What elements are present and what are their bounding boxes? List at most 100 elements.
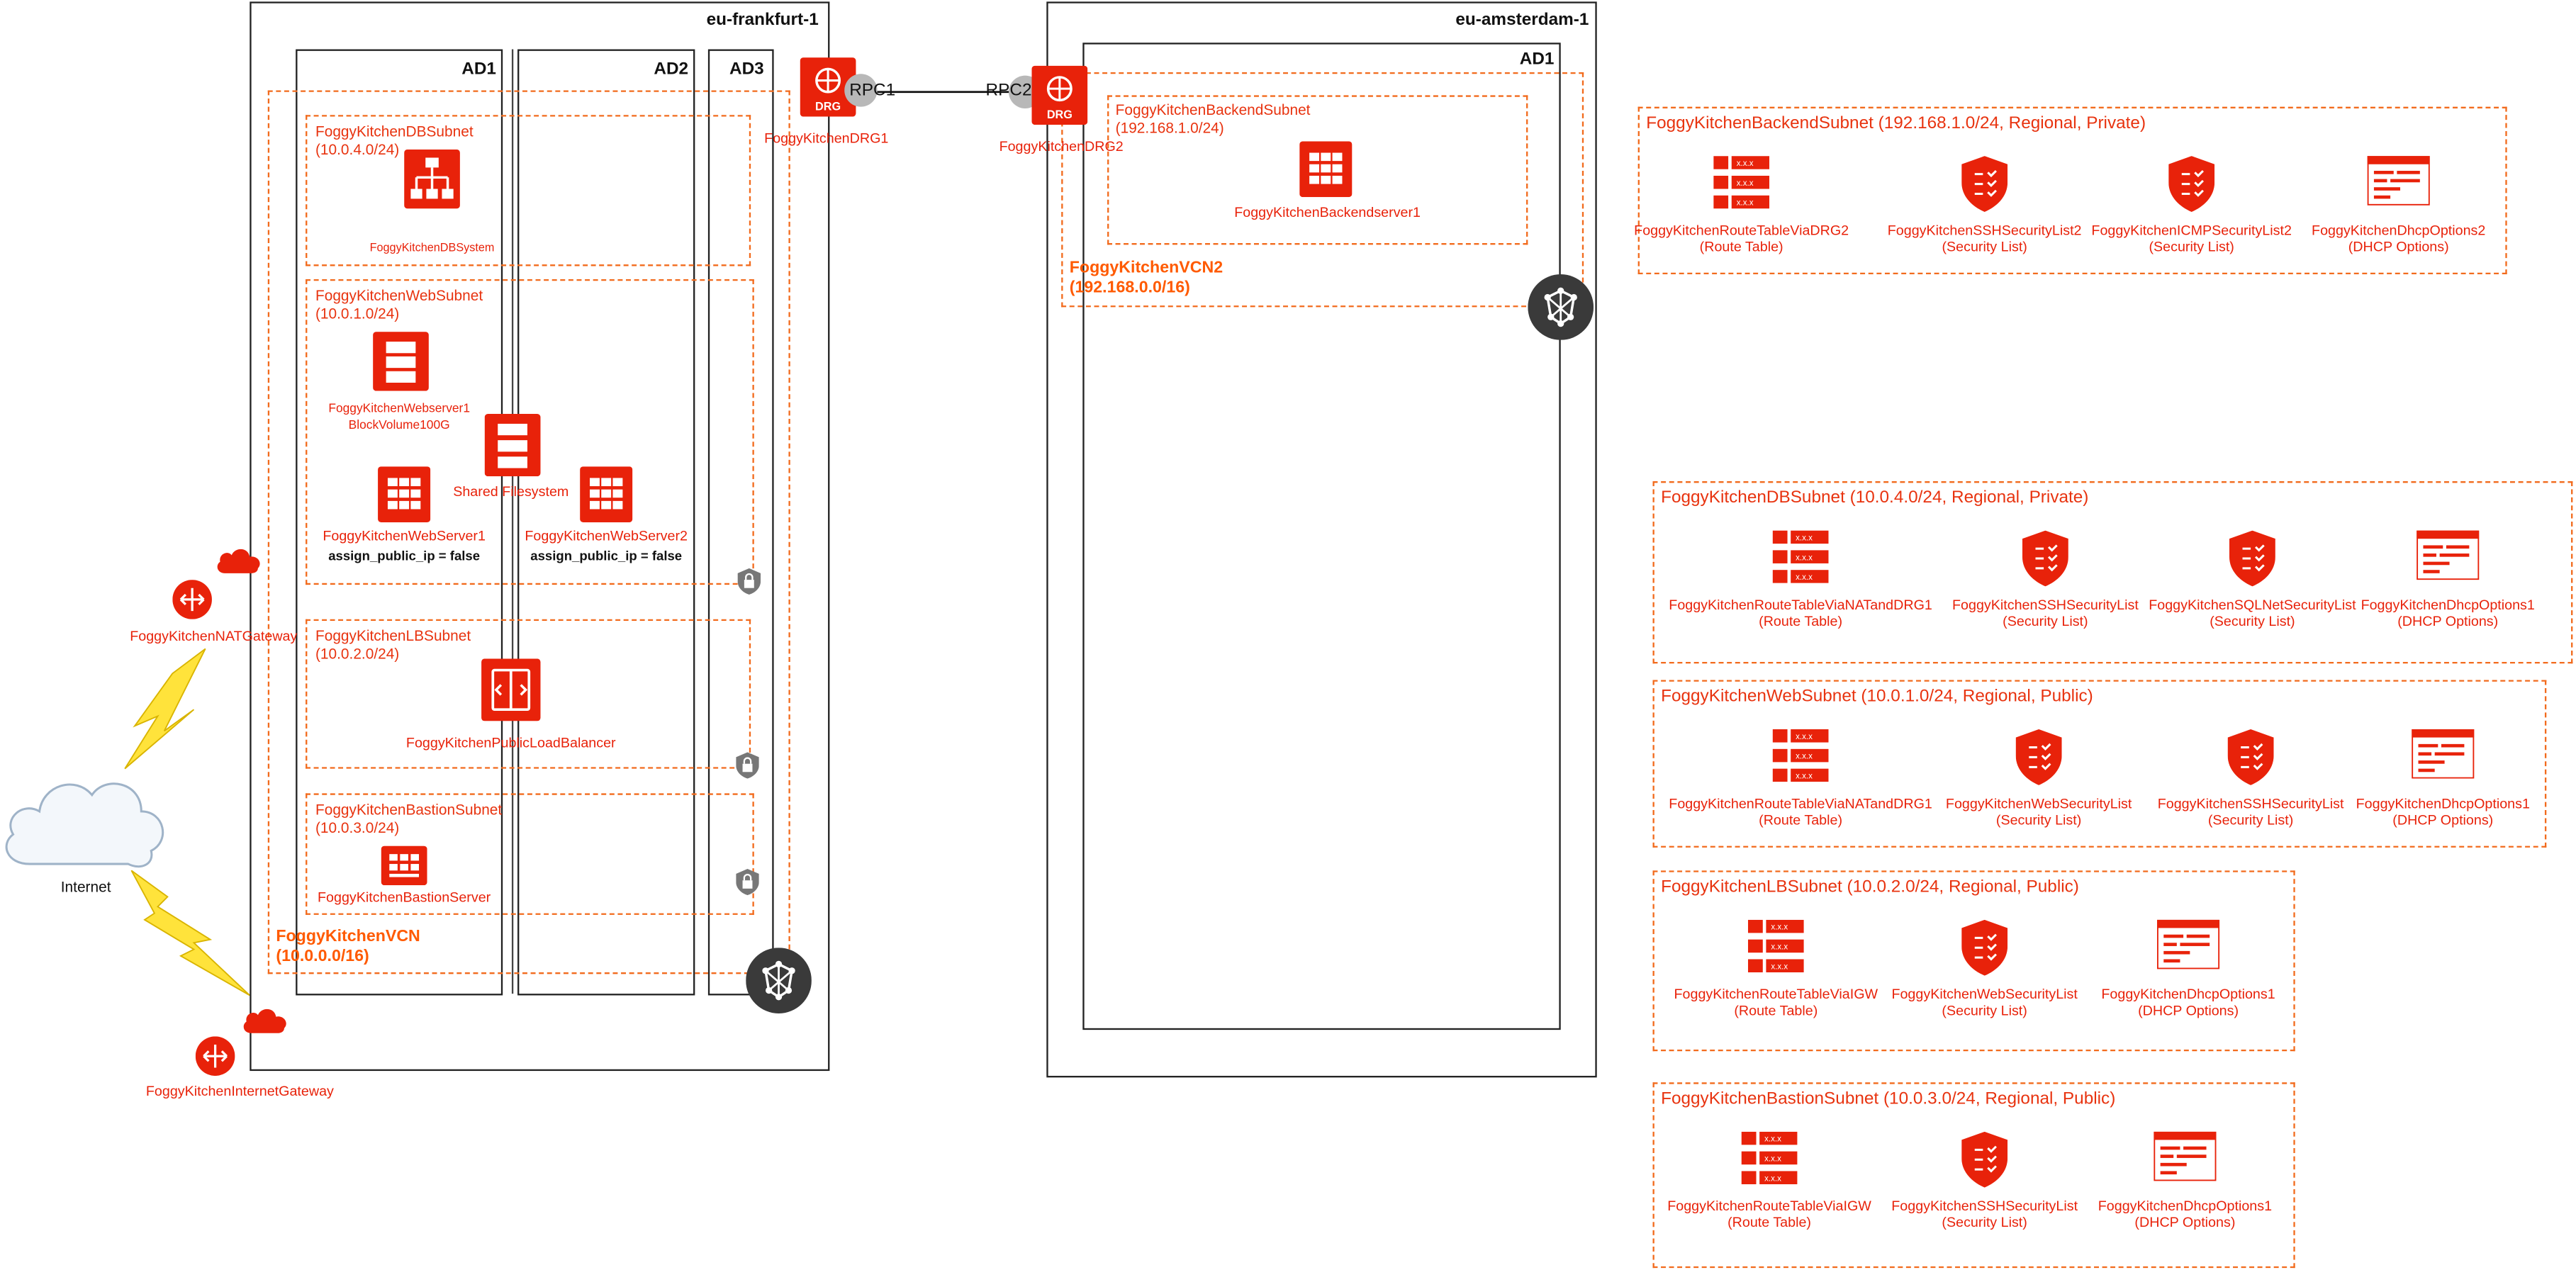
panel-item-label: FoggyKitchenSSHSecurityList(Security Lis… — [1952, 596, 2139, 629]
item-kind: (Security List) — [2149, 238, 2234, 255]
drg1-label: FoggyKitchenDRG1 — [764, 130, 889, 147]
panel-title: FoggyKitchenWebSubnet (10.0.1.0/24, Regi… — [1661, 686, 2093, 707]
item-name: FoggyKitchenDhcpOptions1 — [2098, 1197, 2273, 1214]
label-line: FoggyKitchenWebserver1 — [328, 400, 471, 416]
item-kind: (Security List) — [1942, 238, 2027, 255]
panel-item-label: FoggyKitchenRouteTableViaIGW(Route Table… — [1674, 986, 1878, 1018]
panel-title: FoggyKitchenLBSubnet (10.0.2.0/24, Regio… — [1661, 877, 2079, 897]
ad-label: AD1 — [1519, 49, 1555, 69]
item-kind: (Security List) — [1942, 1001, 2027, 1018]
vcn1-cidr: (10.0.0.0/16) — [276, 948, 369, 966]
security-list-icon — [2015, 729, 2062, 793]
subnet-name: FoggyKitchenBackendSubnet — [1115, 101, 1311, 118]
svg-text:x.x.x: x.x.x — [1771, 943, 1788, 952]
item-name: FoggyKitchenICMPSecurityList2 — [2091, 221, 2292, 239]
region-frankfurt — [250, 1, 830, 1072]
item-kind: (DHCP Options) — [2348, 238, 2449, 255]
panel-item-label: FoggyKitchenRouteTableViaDRG2(Route Tabl… — [1634, 222, 1849, 254]
drg2-label: FoggyKitchenDRG2 — [999, 137, 1124, 154]
server-icon — [373, 332, 429, 399]
panel-title: FoggyKitchenBastionSubnet (10.0.3.0/24, … — [1661, 1089, 2116, 1109]
vcn-hub-icon — [746, 948, 812, 1021]
cloud-icon — [213, 545, 263, 583]
web1-label: FoggyKitchenWebServer1 — [323, 527, 486, 544]
item-name: FoggyKitchenRouteTableViaIGW — [1674, 985, 1878, 1002]
dhcp-options-icon — [2410, 728, 2476, 787]
subnet-panel — [1637, 106, 2507, 275]
item-kind: (Security List) — [2210, 612, 2295, 629]
svg-text:x.x.x: x.x.x — [1796, 573, 1813, 582]
label-line: BlockVolume100G — [348, 417, 450, 432]
panel-item-label: FoggyKitchenRouteTableViaNATandDRG1(Rout… — [1669, 795, 1932, 828]
security-list-icon — [2168, 156, 2215, 220]
internet-label: Internet — [60, 878, 111, 896]
security-list-icon — [2022, 530, 2068, 595]
subnet-cidr: (10.0.3.0/24) — [315, 819, 400, 836]
ad2-frankfurt — [517, 49, 695, 996]
panel-item-label: FoggyKitchenSSHSecurityList2(Security Li… — [1888, 222, 2082, 254]
backend-label: FoggyKitchenBackendserver1 — [1234, 203, 1421, 220]
ad3-frankfurt — [707, 49, 774, 996]
db-subnet — [306, 115, 751, 266]
svg-text:x.x.x: x.x.x — [1796, 733, 1813, 741]
drg-icon: DRG — [1031, 65, 1088, 133]
dhcp-options-icon — [2415, 529, 2481, 588]
panel-item-label: FoggyKitchenDhcpOptions1(DHCP Options) — [2101, 986, 2275, 1018]
load-balancer-icon — [481, 658, 541, 729]
bastion-subnet — [306, 793, 754, 915]
subnet-name: FoggyKitchenBastionSubnet — [315, 801, 503, 819]
item-kind: (DHCP Options) — [2392, 811, 2494, 828]
shared-fs-label: Shared Filesystem — [453, 483, 569, 500]
svg-text:x.x.x: x.x.x — [1796, 534, 1813, 542]
subnet-name: FoggyKitchenWebSubnet — [315, 287, 483, 304]
subnet-cidr: (10.0.2.0/24) — [315, 645, 400, 662]
subnet-cidr: (192.168.1.0/24) — [1115, 120, 1224, 137]
svg-text:x.x.x: x.x.x — [1764, 1155, 1781, 1164]
item-kind: (Route Table) — [1727, 1213, 1811, 1230]
item-name: FoggyKitchenWebSecurityList — [1891, 985, 2078, 1002]
panel-item-label: FoggyKitchenRouteTableViaNATandDRG1(Rout… — [1669, 596, 1932, 629]
item-name: FoggyKitchenSSHSecurityList — [1952, 596, 2139, 613]
nat-label: FoggyKitchenNATGateway — [130, 627, 298, 644]
compute-icon — [1299, 141, 1353, 205]
item-name: FoggyKitchenSSHSecurityList2 — [1887, 221, 2082, 239]
region-label: eu-amsterdam-1 — [1455, 9, 1589, 30]
item-kind: (Route Table) — [1734, 1001, 1818, 1018]
route-table-icon: x.x.x x.x.x x.x.x — [1747, 919, 1804, 981]
rpc1-label: RPC1 — [849, 80, 896, 101]
rpc2-label: RPC2 — [985, 80, 1032, 101]
item-kind: (Security List) — [2207, 811, 2294, 828]
svg-text:x.x.x: x.x.x — [1771, 962, 1788, 971]
security-list-icon — [2227, 729, 2274, 793]
ad1-amsterdam — [1082, 43, 1561, 1030]
item-kind: (Security List) — [1942, 1213, 2027, 1230]
lightning-icon — [130, 870, 250, 996]
internet-gateway-icon — [195, 1036, 235, 1084]
panel-title: FoggyKitchenBackendSubnet (192.168.1.0/2… — [1646, 113, 2146, 133]
ad-label: AD1 — [461, 59, 496, 79]
item-name: FoggyKitchenDhcpOptions1 — [2356, 794, 2530, 811]
panel-item-label: FoggyKitchenDhcpOptions2(DHCP Options) — [2312, 222, 2485, 254]
item-kind: (DHCP Options) — [2134, 1213, 2236, 1230]
item-name: FoggyKitchenDhcpOptions2 — [2312, 221, 2486, 239]
file-storage-icon — [484, 414, 541, 485]
panel-item-label: FoggyKitchenSSHSecurityList(Security Lis… — [2158, 795, 2344, 828]
subnet-cidr: (10.0.4.0/24) — [315, 141, 400, 158]
svg-text:x.x.x: x.x.x — [1771, 923, 1788, 932]
svg-text:x.x.x: x.x.x — [1764, 1174, 1781, 1183]
item-name: FoggyKitchenRouteTableViaDRG2 — [1634, 221, 1849, 239]
security-list-icon — [1961, 919, 2008, 984]
subnet-panel — [1652, 870, 2295, 1052]
item-kind: (DHCP Options) — [2397, 612, 2499, 629]
vcn2-cidr: (192.168.0.0/16) — [1069, 279, 1190, 298]
item-name: FoggyKitchenSSHSecurityList — [2157, 794, 2344, 811]
vcn1-name: FoggyKitchenVCN — [276, 928, 420, 946]
subnet-panel — [1652, 1082, 2295, 1269]
subnet-cidr: (10.0.1.0/24) — [315, 305, 400, 322]
